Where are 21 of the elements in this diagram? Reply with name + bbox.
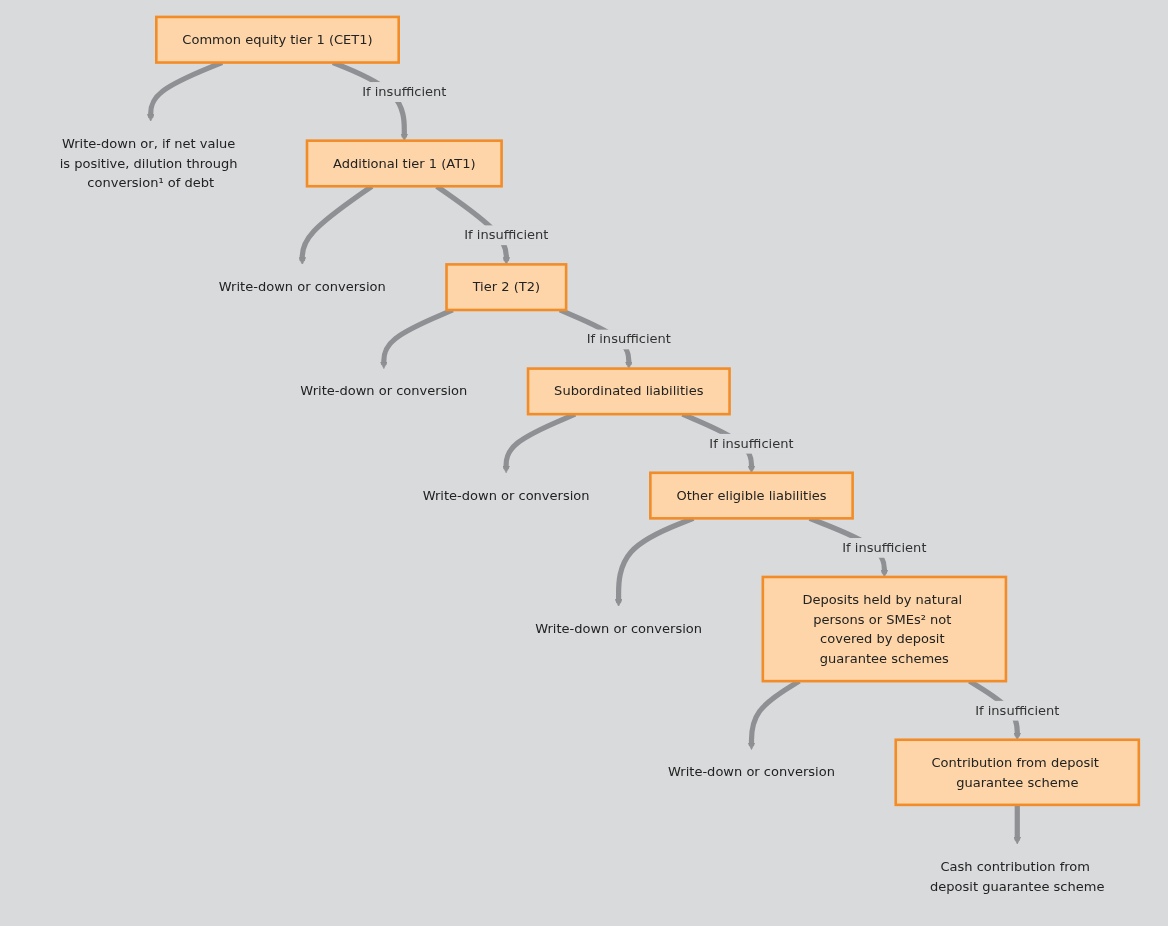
node-text: Write-down or conversion — [218, 279, 386, 295]
node-text: Cash contribution from deposit guarantee scheme — [930, 858, 1105, 894]
node-text: Write-down or, if net value is positive, dilution through conversion¹ of debt — [59, 135, 238, 191]
edge-label: If insufficient — [709, 435, 794, 452]
edge-label: If insufficient — [362, 83, 447, 100]
node-box — [526, 367, 731, 416]
edge-label: If insufficient — [586, 331, 671, 347]
node-box — [894, 738, 1141, 807]
edge-label: If insufficient — [842, 539, 927, 556]
node-text: Write-down or conversion — [300, 383, 468, 399]
node-box — [445, 263, 568, 312]
node-box — [761, 575, 1008, 683]
node-text: Write-down or conversion — [668, 764, 835, 780]
arrow — [1013, 804, 1022, 845]
edge-label: If insufficient — [464, 227, 549, 243]
node-box — [305, 139, 503, 188]
node-box — [155, 15, 400, 64]
node-text: Write-down or conversion — [535, 621, 703, 637]
node-text: Write-down or conversion — [422, 487, 590, 504]
edge-label: If insufficient — [975, 702, 1060, 719]
node-box — [649, 471, 854, 520]
